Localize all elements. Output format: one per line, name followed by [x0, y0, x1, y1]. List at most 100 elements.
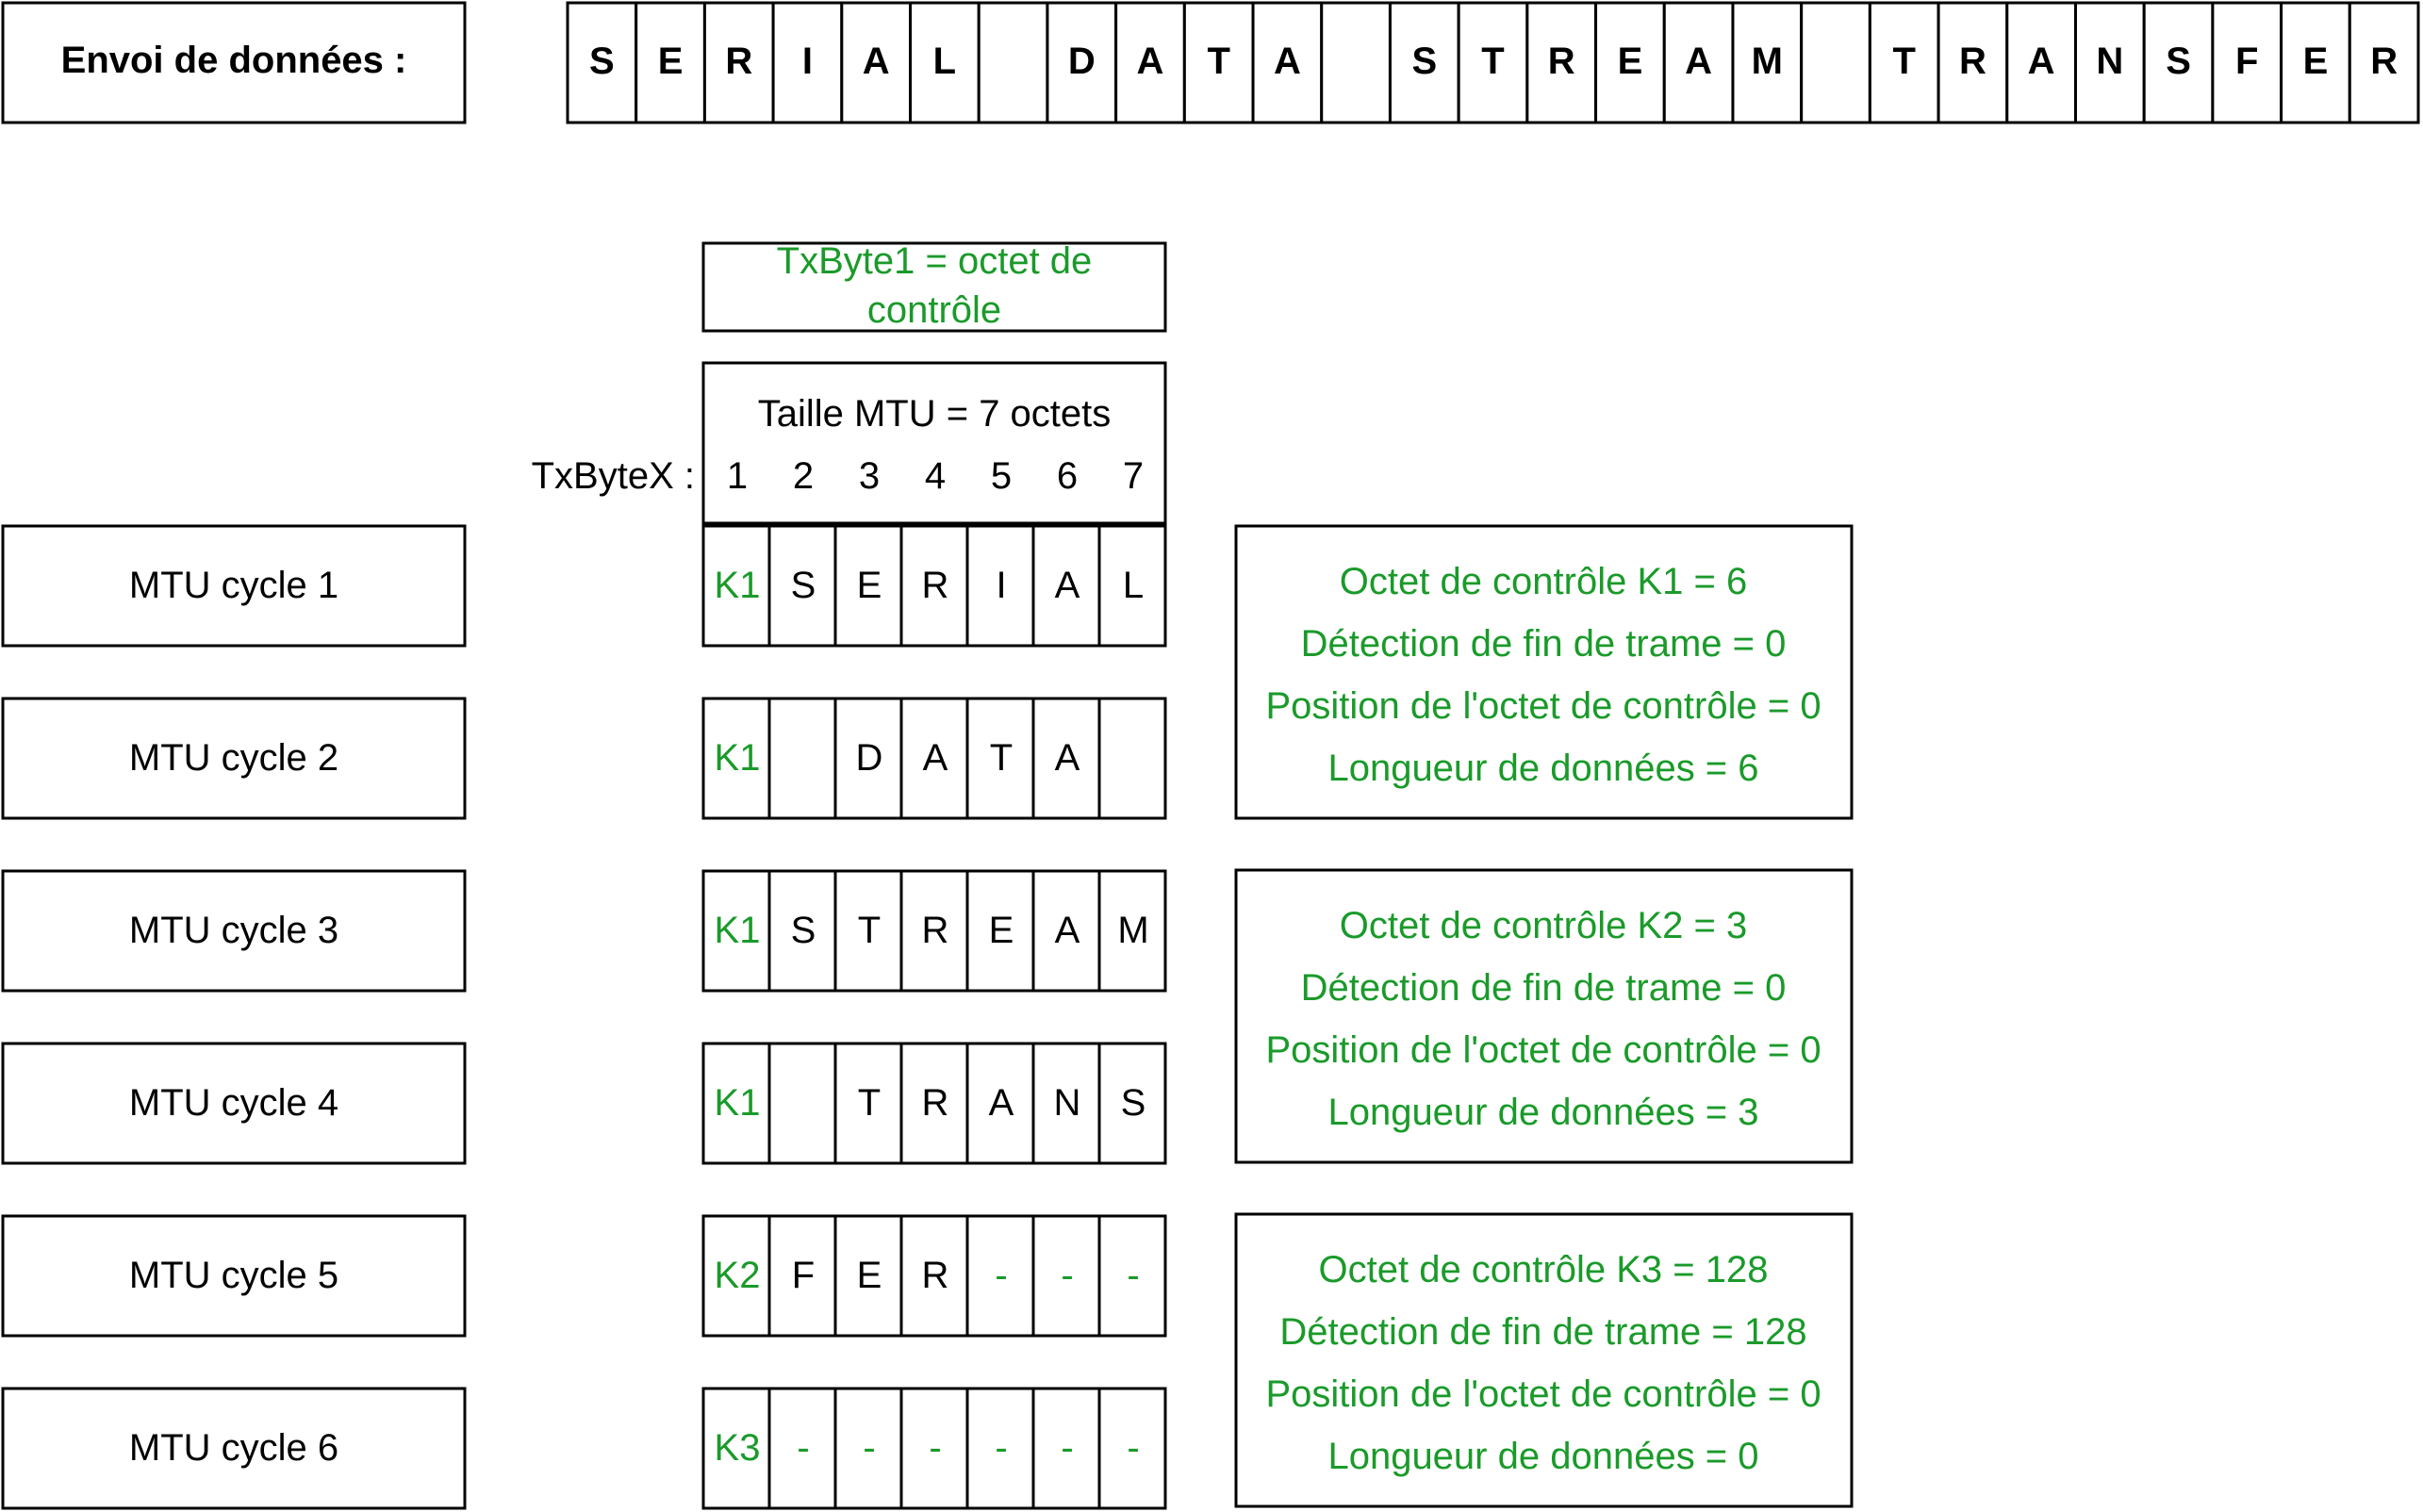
data-byte: F	[792, 1255, 815, 1296]
txbyte-index: 6	[1057, 455, 1078, 497]
txbyte-index: 2	[793, 455, 814, 497]
mtu-byte-cell	[1031, 869, 1101, 993]
mtu-cycle-label: MTU cycle 4	[129, 1082, 338, 1124]
mtu-byte-cell	[701, 524, 771, 648]
mtu-byte-cell	[899, 524, 969, 648]
mtu-byte-cell	[701, 869, 771, 993]
txbyte1-note-line2: contrôle	[867, 289, 1001, 331]
control-info-line: Détection de fin de trame = 128	[1279, 1311, 1806, 1353]
mtu-size-box	[701, 361, 1167, 525]
stream-cell	[2142, 1, 2215, 124]
data-byte: R	[922, 1255, 949, 1296]
stream-char: S	[2166, 41, 2191, 82]
data-byte: -	[929, 1427, 941, 1469]
data-byte: -	[797, 1427, 809, 1469]
data-byte: R	[922, 910, 949, 951]
mtu-byte-cell	[833, 1042, 903, 1165]
data-byte: I	[996, 565, 1006, 606]
stream-cell	[840, 1, 913, 124]
mtu-cycle-box	[1, 1042, 467, 1165]
control-info-line: Octet de contrôle K1 = 6	[1340, 561, 1747, 602]
stream-cell	[1457, 1, 1529, 124]
data-byte: D	[856, 737, 883, 779]
mtu-byte-cell	[965, 1387, 1035, 1510]
stream-char: R	[725, 41, 752, 82]
stream-char: E	[658, 41, 684, 82]
control-info-line: Longueur de données = 3	[1327, 1092, 1758, 1133]
stream-char: A	[863, 41, 890, 82]
stream-cell	[1800, 1, 1871, 124]
mtu-cycle-label: MTU cycle 5	[129, 1255, 338, 1296]
txbyte1-note-line1: TxByte1 = octet de	[777, 240, 1093, 282]
stream-cell	[1937, 1, 2009, 124]
mtu-byte-cell	[1031, 1387, 1101, 1510]
stream-char: T	[1893, 41, 1916, 82]
stream-cell	[1114, 1, 1186, 124]
mtu-byte-cell	[1097, 697, 1167, 820]
mtu-byte-cell	[701, 1042, 771, 1165]
data-byte: L	[1123, 565, 1144, 606]
control-byte-label: K2	[715, 1255, 761, 1296]
control-info-line: Détection de fin de trame = 0	[1301, 623, 1787, 665]
mtu-byte-cell	[833, 697, 903, 820]
control-info-line: Longueur de données = 0	[1327, 1436, 1758, 1477]
mtu-cycle-box	[1, 869, 467, 993]
mtu-byte-cell	[701, 1387, 771, 1510]
data-byte: -	[1061, 1255, 1073, 1296]
stream-cell	[1388, 1, 1460, 124]
data-byte: -	[995, 1255, 1007, 1296]
mtu-byte-cell	[767, 1042, 837, 1165]
stream-char: A	[1685, 41, 1712, 82]
mtu-cycle-box	[1, 524, 467, 648]
mtu-byte-cell	[899, 1214, 969, 1338]
data-byte: -	[1061, 1427, 1073, 1469]
data-byte: E	[857, 565, 882, 606]
stream-cell	[1525, 1, 1598, 124]
data-byte: T	[858, 910, 881, 951]
stream-cell	[2348, 1, 2420, 124]
mtu-byte-cell	[767, 697, 837, 820]
mtu-byte-cell	[833, 1214, 903, 1338]
control-byte-label: K1	[715, 737, 761, 779]
stream-cell	[1731, 1, 1804, 124]
mtu-byte-cell	[1097, 869, 1167, 993]
txbyte-index: 7	[1123, 455, 1144, 497]
mtu-cycle-label: MTU cycle 1	[129, 565, 338, 606]
stream-char: S	[1411, 41, 1437, 82]
mtu-byte-cell	[1031, 524, 1101, 648]
mtu-byte-cell	[1097, 1042, 1167, 1165]
mtu-byte-cell	[1097, 524, 1167, 648]
control-info-line: Octet de contrôle K3 = 128	[1319, 1249, 1769, 1290]
mtu-byte-cell	[965, 697, 1035, 820]
stream-char: E	[2303, 41, 2329, 82]
control-byte-label: K3	[715, 1427, 761, 1469]
stream-char: M	[1752, 41, 1783, 82]
mtu-byte-cell	[1097, 1387, 1167, 1510]
control-info-line: Octet de contrôle K2 = 3	[1340, 905, 1747, 946]
stream-cell	[2073, 1, 2146, 124]
mtu-size-title: Taille MTU = 7 octets	[758, 393, 1112, 435]
data-byte: -	[1127, 1427, 1139, 1469]
mtu-cycle-label: MTU cycle 6	[129, 1427, 338, 1469]
data-byte: A	[1055, 910, 1080, 951]
mtu-byte-cell	[767, 524, 837, 648]
control-byte-label: K1	[715, 1082, 761, 1124]
stream-char: R	[2370, 41, 2398, 82]
mtu-byte-cell	[767, 1387, 837, 1510]
stream-char: N	[2096, 41, 2123, 82]
stream-cell	[2005, 1, 2077, 124]
data-byte: A	[1055, 565, 1080, 606]
data-byte: A	[923, 737, 948, 779]
data-byte: E	[989, 910, 1014, 951]
stream-char: S	[589, 41, 615, 82]
control-byte-boxes: Octet de contrôle K1 = 6 Détection de fin…	[1234, 524, 1854, 1508]
mtu-byte-cell	[965, 1042, 1035, 1165]
mtu-byte-cell	[1097, 1214, 1167, 1338]
mtu-byte-cell	[899, 1042, 969, 1165]
mtu-byte-cell	[833, 1387, 903, 1510]
stream-char: R	[1548, 41, 1575, 82]
